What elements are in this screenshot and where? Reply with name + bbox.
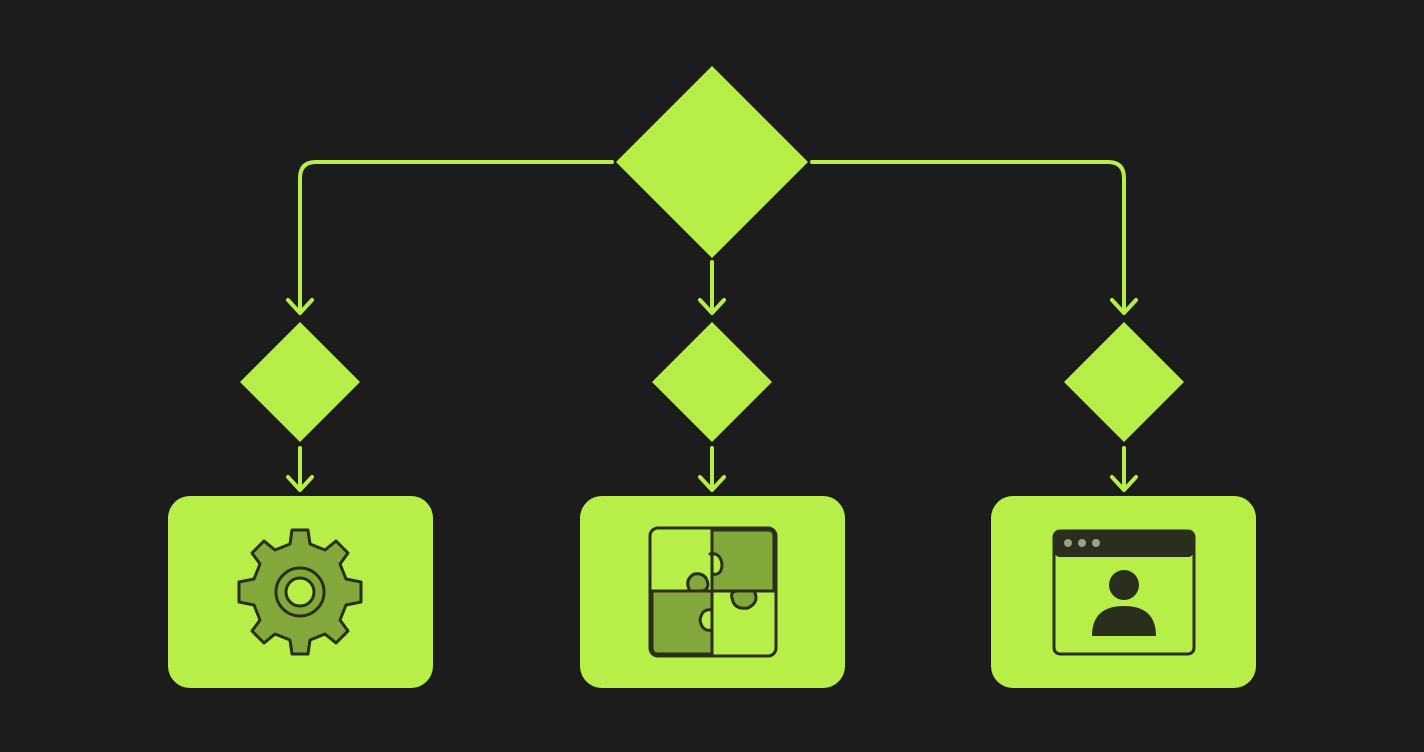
arrowhead-center-decision — [698, 298, 726, 315]
arrowhead-center-card — [698, 475, 726, 492]
browser-user-icon — [1052, 529, 1196, 656]
connector-root-left — [298, 160, 614, 314]
gear-icon — [237, 528, 363, 656]
root-decision-diamond — [616, 66, 808, 258]
arrowhead-right-card — [1110, 475, 1138, 492]
arrowhead-right-decision — [1110, 298, 1138, 315]
puzzle-icon — [648, 526, 778, 658]
arrowhead-left-decision — [286, 298, 314, 315]
connector-root-right — [810, 160, 1126, 314]
arrowhead-left-card — [286, 475, 314, 492]
decision-diamond-left — [240, 322, 360, 442]
decision-diamond-center — [652, 322, 772, 442]
decision-diamond-right — [1064, 322, 1184, 442]
